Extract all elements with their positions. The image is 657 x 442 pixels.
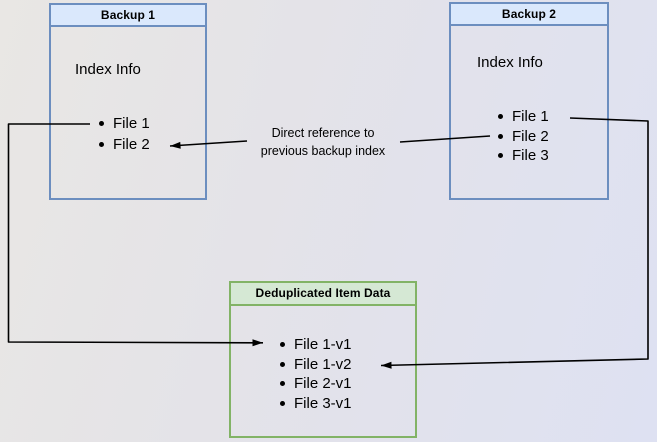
backup-2-file-item: File 1 bbox=[493, 107, 549, 127]
file-label: File 2 bbox=[113, 136, 150, 153]
file-label: File 1 bbox=[113, 115, 150, 132]
node-backup-2[interactable]: Backup 2 Index Info File 1 File 2 File 3 bbox=[449, 2, 609, 200]
backup-2-index-info-label: Index Info bbox=[477, 54, 543, 71]
bullet-icon bbox=[99, 142, 104, 147]
dedup-item: File 3-v1 bbox=[275, 394, 352, 414]
backup-2-file-item: File 3 bbox=[493, 146, 549, 166]
backup-1-file-item: File 2 bbox=[94, 134, 150, 155]
bullet-icon bbox=[498, 153, 503, 159]
node-backup-1[interactable]: Backup 1 Index Info File 1 File 2 bbox=[49, 3, 207, 200]
item-label: File 2-v1 bbox=[294, 375, 352, 392]
annotation-line-1: Direct reference to bbox=[271, 126, 375, 140]
dedup-header: Deduplicated Item Data bbox=[231, 283, 415, 306]
bullet-icon bbox=[280, 400, 285, 406]
backup-1-index-info-label: Index Info bbox=[75, 61, 141, 78]
backup-1-file-list: File 1 File 2 bbox=[94, 113, 150, 155]
file-label: File 1 bbox=[512, 108, 549, 125]
backup-2-file-item: File 2 bbox=[493, 127, 549, 147]
item-label: File 3-v1 bbox=[294, 394, 352, 412]
bullet-icon bbox=[280, 381, 285, 387]
backup-2-file-list: File 1 File 2 File 3 bbox=[493, 107, 549, 166]
bullet-icon bbox=[498, 114, 503, 120]
dedup-item: File 1-v1 bbox=[275, 335, 352, 355]
bullet-icon bbox=[498, 133, 503, 139]
dedup-item-list: File 1-v1 File 1-v2 File 2-v1 File 3-v1 bbox=[275, 335, 352, 413]
file-label: File 3 bbox=[512, 147, 549, 164]
bullet-icon bbox=[280, 361, 285, 367]
dedup-item: File 2-v1 bbox=[275, 374, 352, 394]
node-deduplicated-item-data[interactable]: Deduplicated Item Data File 1-v1 File 1-… bbox=[229, 281, 417, 438]
bullet-icon bbox=[280, 342, 285, 348]
annotation-line-2: previous backup index bbox=[260, 144, 386, 158]
backup-2-header: Backup 2 bbox=[451, 4, 607, 26]
direct-reference-annotation: Direct reference to previous backup inde… bbox=[243, 124, 403, 160]
item-label: File 1-v1 bbox=[294, 336, 352, 353]
bullet-icon bbox=[99, 121, 104, 126]
dedup-item: File 1-v2 bbox=[275, 355, 352, 375]
item-label: File 1-v2 bbox=[294, 355, 352, 373]
backup-1-file-item: File 1 bbox=[94, 113, 150, 134]
file-label: File 2 bbox=[512, 127, 549, 145]
backup-1-header: Backup 1 bbox=[51, 5, 205, 27]
